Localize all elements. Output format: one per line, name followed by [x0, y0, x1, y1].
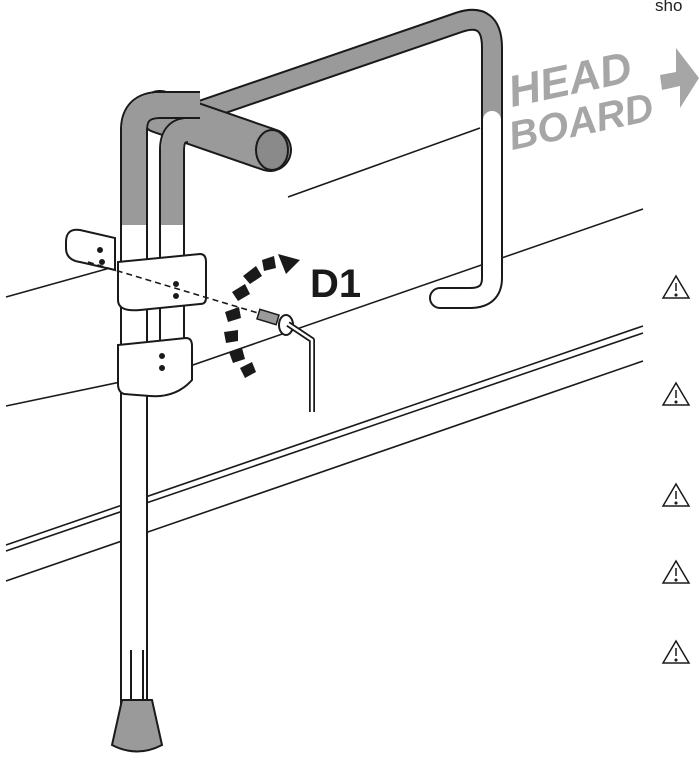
rubber-foot [110, 699, 164, 753]
bolt-and-hex-key [256, 308, 315, 412]
warning-icon [661, 559, 691, 584]
bed-frame [5, 127, 644, 582]
upper-clamp [117, 252, 207, 312]
frame-rail-top-inner [5, 332, 644, 552]
frame-rail-top [5, 325, 644, 546]
mattress-top-edge [5, 267, 111, 298]
mattress-top-edge-2 [287, 127, 481, 198]
tighten-rotation-arrow [224, 254, 300, 378]
headboard-direction-label: HEAD BOARD [504, 43, 699, 159]
rail-handle-loop [169, 8, 503, 309]
rear-clamp [65, 228, 116, 272]
mounting-clamps [65, 228, 207, 398]
warning-icon [661, 482, 691, 507]
mattress-lower-edge [5, 379, 131, 407]
front-upright-tube [120, 91, 200, 735]
lower-clamp [117, 336, 193, 398]
top-text-fragment: sho [655, 0, 683, 15]
step-label: D1 [310, 262, 361, 306]
frame-rail-bottom [5, 360, 644, 582]
headboard-arrow-icon [660, 48, 699, 108]
bolt-alignment-dashed-line [87, 261, 269, 317]
warning-icon [661, 639, 691, 664]
adjustable-leg [110, 650, 164, 753]
warning-icons [661, 274, 691, 664]
mattress-lower-edge-2 [189, 208, 644, 367]
warning-icon [661, 381, 691, 406]
warning-icon [661, 274, 691, 299]
